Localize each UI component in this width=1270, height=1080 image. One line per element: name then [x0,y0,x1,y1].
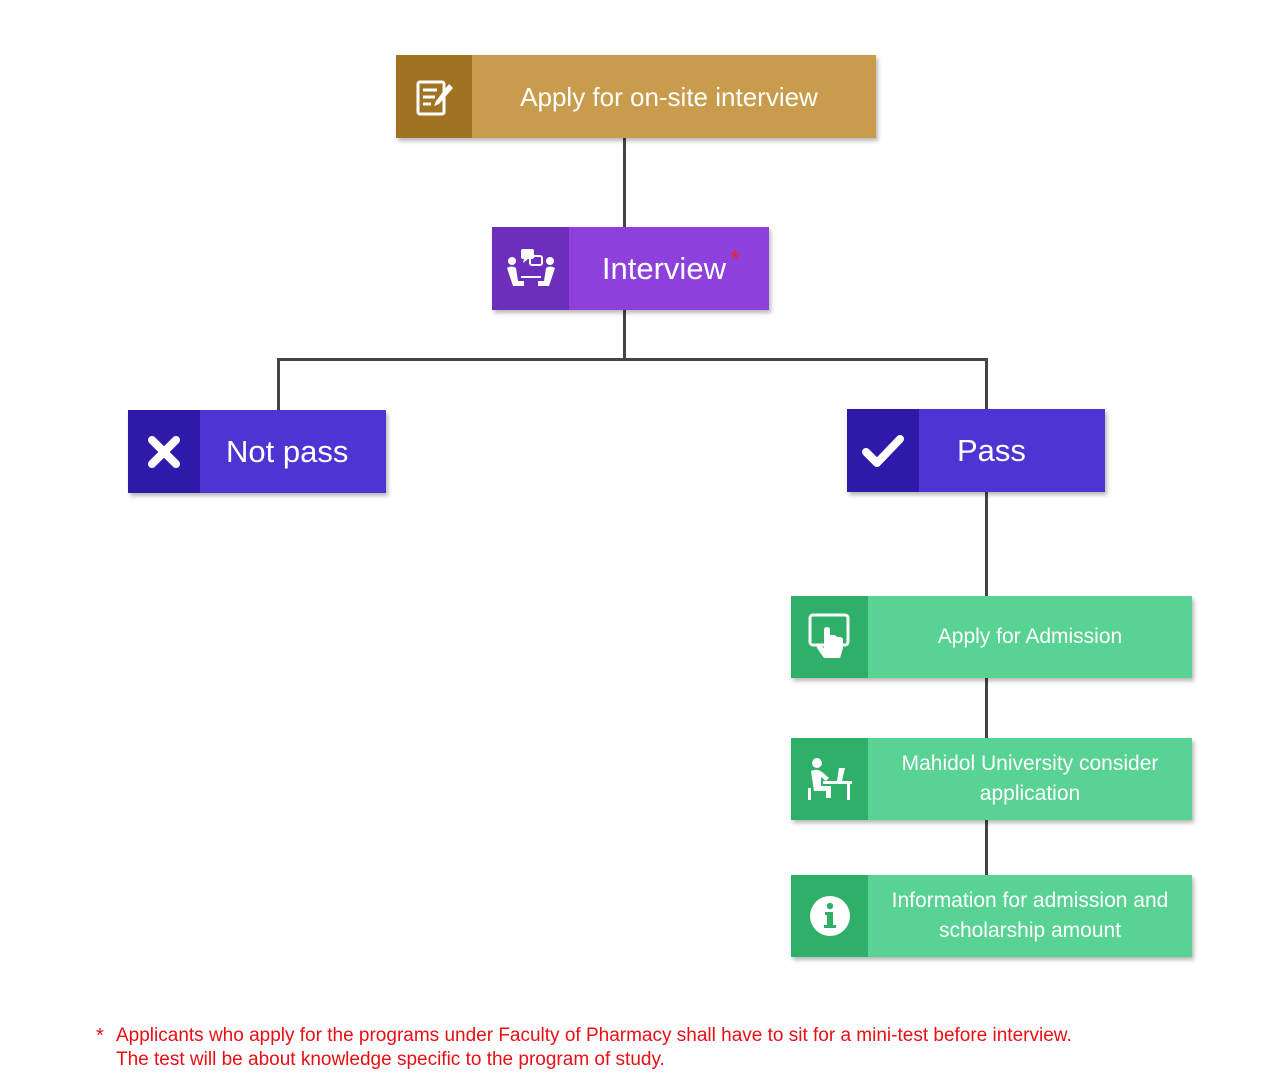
node-university-consider: Mahidol University consider application [791,738,1192,820]
footnote-marker: * [96,1025,104,1047]
connector-apply-to-interview [623,138,626,228]
node-apply-onsite-interview: Apply for on-site interview [396,55,876,138]
connector-branch-left [277,358,280,410]
connector-branch-horizontal [277,358,988,361]
connector-branch-right [985,358,988,410]
node-label: Mahidol University consider application [868,738,1192,820]
node-apply-for-admission: Apply for Admission [791,596,1192,678]
connector-admission-to-consider [985,678,988,738]
node-not-pass: Not pass [128,410,386,493]
check-mark-icon [847,409,919,492]
interview-people-icon [492,227,569,310]
touch-screen-icon [791,596,868,678]
node-pass: Pass [847,409,1105,492]
connector-consider-to-info [985,820,988,875]
connector-pass-to-admission [985,492,988,596]
x-mark-icon [128,410,200,493]
node-information-admission-scholarship: Information for admission and scholarshi… [791,875,1192,957]
node-interview: Interview* [492,227,769,310]
node-label: Apply for Admission [868,596,1192,678]
footnote-text: Applicants who apply for the programs un… [116,1024,1256,1072]
footnote-line: The test will be about knowledge specifi… [116,1049,665,1070]
form-edit-icon [396,55,472,138]
footnote: * Applicants who apply for the programs … [96,1024,1256,1072]
info-icon [791,875,868,957]
connector-interview-down [623,310,626,360]
node-label: Interview* [569,227,769,310]
node-label: Not pass [200,410,386,493]
footnote-marker: * [729,243,741,274]
node-label: Apply for on-site interview [472,55,876,138]
node-label: Pass [919,409,1105,492]
node-label: Information for admission and scholarshi… [868,875,1192,957]
footnote-line: Applicants who apply for the programs un… [116,1025,1072,1046]
person-at-desk-icon [791,738,868,820]
